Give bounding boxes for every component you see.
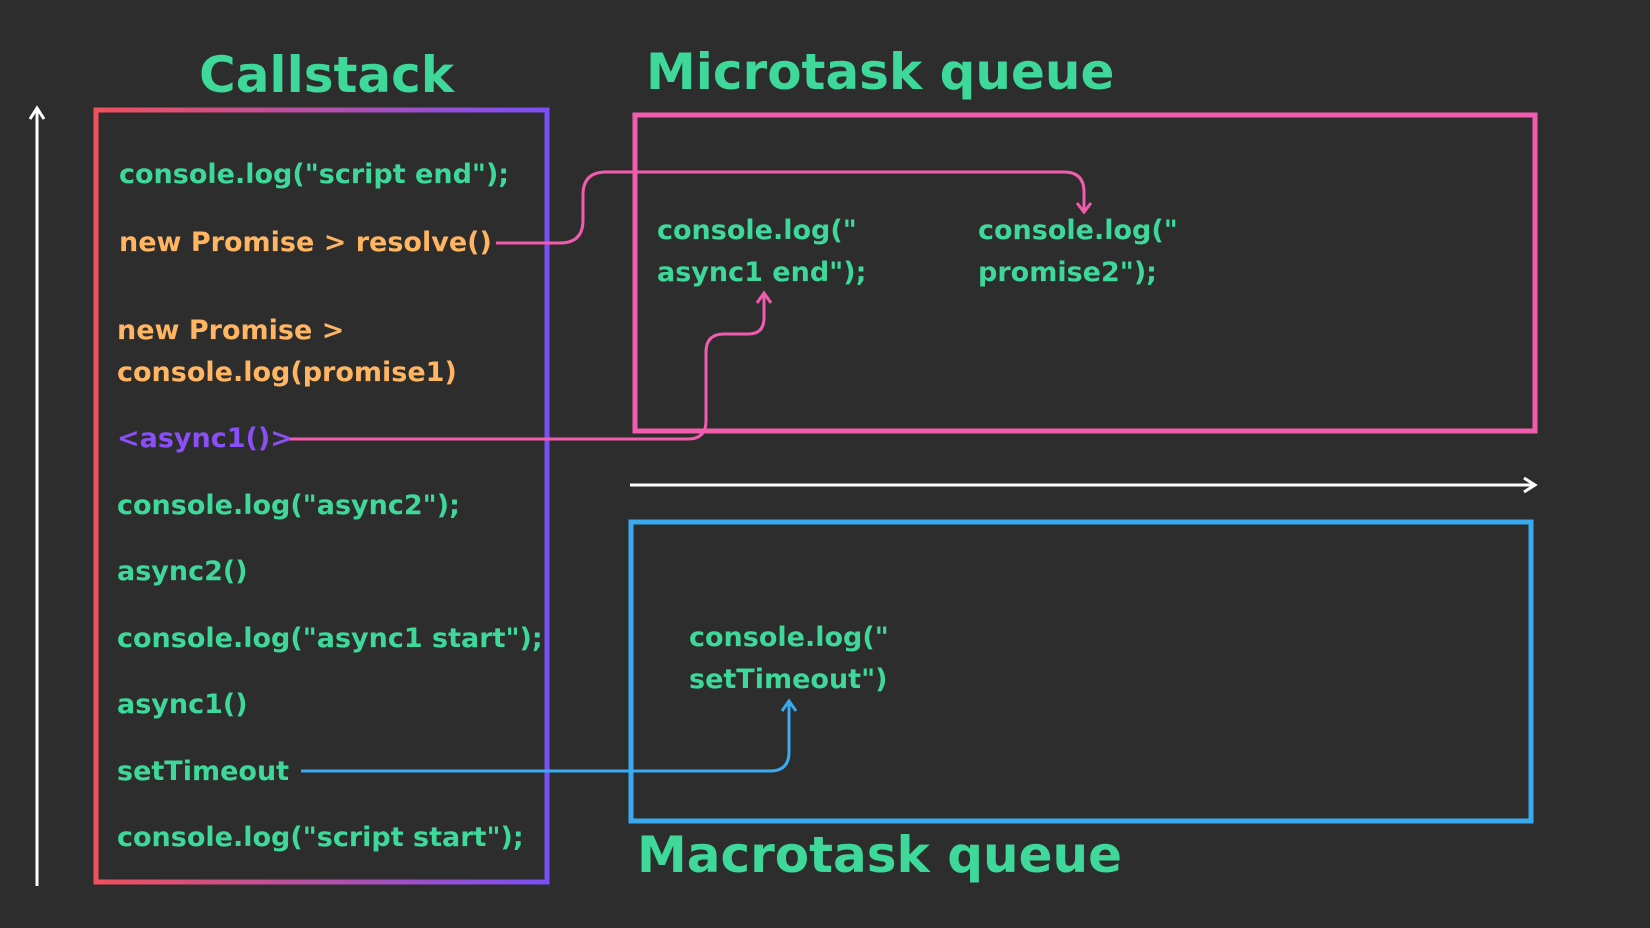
- callstack-item-script-start: console.log("script start");: [117, 822, 524, 853]
- callstack-item-promise1-line1: new Promise >: [117, 315, 345, 346]
- microtask-box: [632, 112, 1538, 434]
- callstack-item-script-end: console.log("script end");: [119, 159, 510, 190]
- macrotask-item-settimeout-line2: setTimeout"): [689, 664, 888, 695]
- microtask-item-async1-end-line2: async1 end");: [657, 257, 867, 288]
- macrotask-item-settimeout: console.log(" setTimeout"): [689, 617, 889, 701]
- microtask-item-async1-end: console.log(" async1 end");: [657, 210, 866, 294]
- microtask-item-promise2-line2: promise2");: [978, 257, 1157, 288]
- microtask-item-promise2: console.log(" promise2");: [978, 210, 1178, 294]
- callstack-item-log-async2: console.log("async2");: [117, 490, 460, 521]
- vertical-axis-arrow: [28, 105, 46, 886]
- callstack-item-promise1: new Promise > console.log(promise1): [117, 310, 457, 394]
- microtask-item-async1-end-line1: console.log(": [657, 215, 857, 246]
- callstack-box: [93, 107, 550, 885]
- macrotask-item-settimeout-line1: console.log(": [689, 622, 889, 653]
- callstack-item-promise1-line2: console.log(promise1): [117, 357, 457, 388]
- callstack-item-async1-call: async1(): [117, 689, 248, 720]
- async1-to-async1-end-arrow: [287, 290, 773, 441]
- microtask-queue-title: Microtask queue: [646, 43, 1115, 101]
- callstack-item-async2-call: async2(): [117, 556, 248, 587]
- macrotask-box: [628, 519, 1534, 824]
- settimeout-to-macrotask-arrow: [301, 698, 798, 773]
- callstack-item-settimeout: setTimeout: [117, 756, 290, 787]
- callstack-item-async1-await: <async1()>: [117, 423, 293, 454]
- horizontal-axis-arrow: [630, 476, 1538, 494]
- resolve-to-promise2-arrow: [496, 170, 1093, 245]
- callstack-item-promise-resolve: new Promise > resolve(): [119, 227, 492, 258]
- macrotask-queue-title: Macrotask queue: [637, 826, 1123, 884]
- callstack-title: Callstack: [199, 46, 455, 104]
- microtask-item-promise2-line1: console.log(": [978, 215, 1178, 246]
- callstack-item-log-async1-start: console.log("async1 start");: [117, 623, 543, 654]
